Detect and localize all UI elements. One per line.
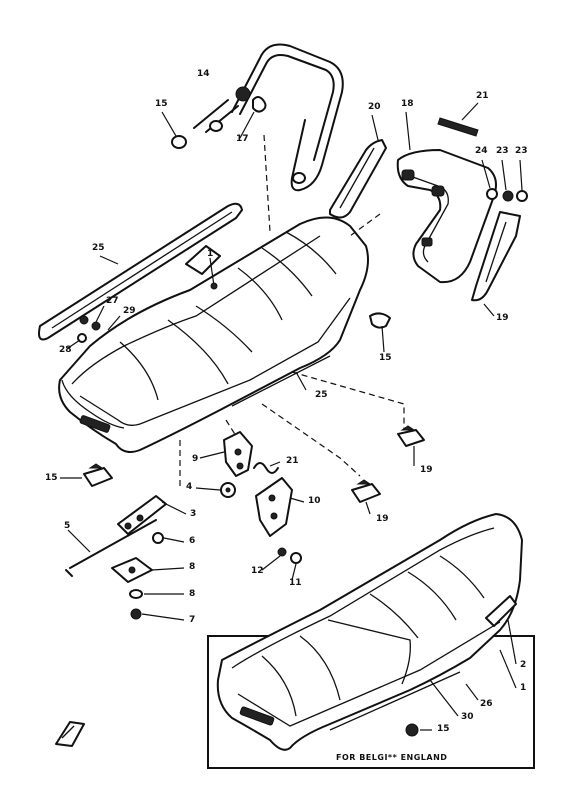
inset-trim-26	[329, 671, 479, 731]
callout-c8a: 8	[189, 562, 195, 572]
part-6	[152, 532, 185, 544]
callout-c7: 7	[189, 615, 195, 625]
callout-c4: 4	[186, 482, 192, 492]
inset-bolt-15	[405, 723, 432, 737]
callout-c19a: 19	[496, 313, 509, 323]
callout-c1a: 1	[207, 249, 213, 259]
lock-bracket-part-9	[199, 431, 253, 477]
inset-caption: FOR BELGI** ENGLAND	[336, 753, 447, 762]
callout-c19b: 19	[420, 465, 433, 475]
callout-c29: 29	[123, 306, 136, 316]
nuts-27-29-28	[67, 305, 121, 349]
spring-21	[253, 461, 281, 474]
callout-c21b: 21	[286, 456, 299, 466]
rod-part-5	[65, 519, 157, 577]
bottom-trim-part-25	[231, 355, 331, 407]
callout-c20: 20	[368, 102, 381, 112]
callout-c17: 17	[236, 134, 249, 144]
tail-cover-part-18	[396, 111, 497, 284]
callout-c15d: 15	[437, 724, 450, 734]
callout-c15a: 15	[155, 99, 168, 109]
inset-lead-lines	[429, 619, 517, 717]
callout-c8b: 8	[189, 589, 195, 599]
callout-c30: 30	[461, 712, 474, 722]
inset-seat-part-1	[216, 513, 523, 751]
callout-c19c: 19	[376, 514, 389, 524]
callout-c26: 26	[480, 699, 493, 709]
callout-c18: 18	[401, 99, 414, 109]
callout-c27: 27	[106, 296, 119, 306]
callout-c12: 12	[251, 566, 264, 576]
callout-c23b: 23	[515, 146, 528, 156]
callout-c2: 2	[520, 660, 526, 670]
lock-plate-part-3	[117, 495, 187, 535]
clip-19-mid	[351, 479, 381, 515]
bracket-part-8	[111, 557, 185, 583]
main-seat-part-1	[58, 216, 369, 453]
callout-c25a: 25	[92, 243, 105, 253]
callout-c24: 24	[475, 146, 488, 156]
clip-15-right	[369, 312, 391, 353]
callout-c11: 11	[289, 578, 302, 588]
callout-c14: 14	[197, 69, 210, 79]
callout-c1b: 1	[520, 683, 526, 693]
side-trim-part-25	[38, 202, 243, 341]
strip-part-20	[329, 114, 387, 219]
bolts-12-11	[261, 547, 302, 581]
hinge-part-10	[255, 477, 305, 537]
grab-bar-part	[193, 43, 344, 192]
clip-15-left	[60, 463, 113, 487]
callout-c21a: 21	[476, 91, 489, 101]
bolt-15-top	[161, 111, 187, 149]
side-strip-part-19	[471, 211, 521, 317]
clip-19-right	[397, 425, 425, 466]
spring-washer-17	[239, 96, 267, 139]
callout-c15c: 15	[45, 473, 58, 483]
washers-23-24	[481, 159, 528, 202]
washer-8	[129, 589, 184, 599]
callout-c5: 5	[64, 521, 70, 531]
assembly-lines	[179, 134, 405, 488]
callout-c23a: 23	[496, 146, 509, 156]
emblem-part-21	[437, 102, 479, 137]
callout-c10: 10	[308, 496, 321, 506]
callout-c6: 6	[189, 536, 195, 546]
nut-7	[130, 608, 185, 621]
callout-c9: 9	[192, 454, 198, 464]
callout-c28: 28	[59, 345, 72, 355]
callout-c15b: 15	[379, 353, 392, 363]
nut-4	[195, 482, 236, 498]
callout-c25b: 25	[315, 390, 328, 400]
front-arrow-icon	[55, 721, 85, 747]
callout-c3: 3	[190, 509, 196, 519]
